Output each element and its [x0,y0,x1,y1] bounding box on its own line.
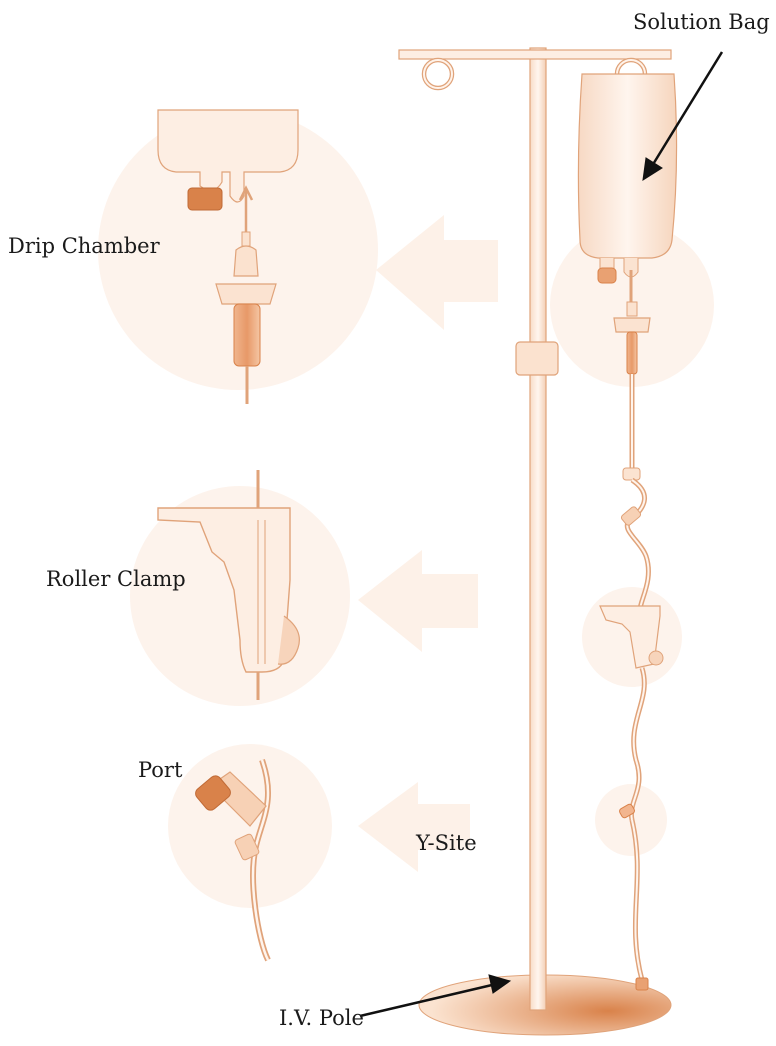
port-label: Port [138,760,182,781]
arrow-to-port [358,782,470,872]
pole-collar [516,342,558,375]
bag-port-cap [188,188,222,210]
solution-bag-label: Solution Bag [633,12,770,33]
y-site-label: Y-Site [416,833,477,854]
background-arrows [358,215,498,872]
solution-bag [578,74,676,283]
roller-clamp-label: Roller Clamp [46,569,186,590]
pole-shaft [530,48,546,1010]
arrow-to-drip [376,215,498,330]
arrow-to-clamp [358,550,478,652]
pole-crossbar [399,50,671,59]
drip-chamber-body [234,304,260,366]
iv-pole-label: I.V. Pole [279,1008,364,1029]
drip-chamber-label: Drip Chamber [8,236,160,257]
